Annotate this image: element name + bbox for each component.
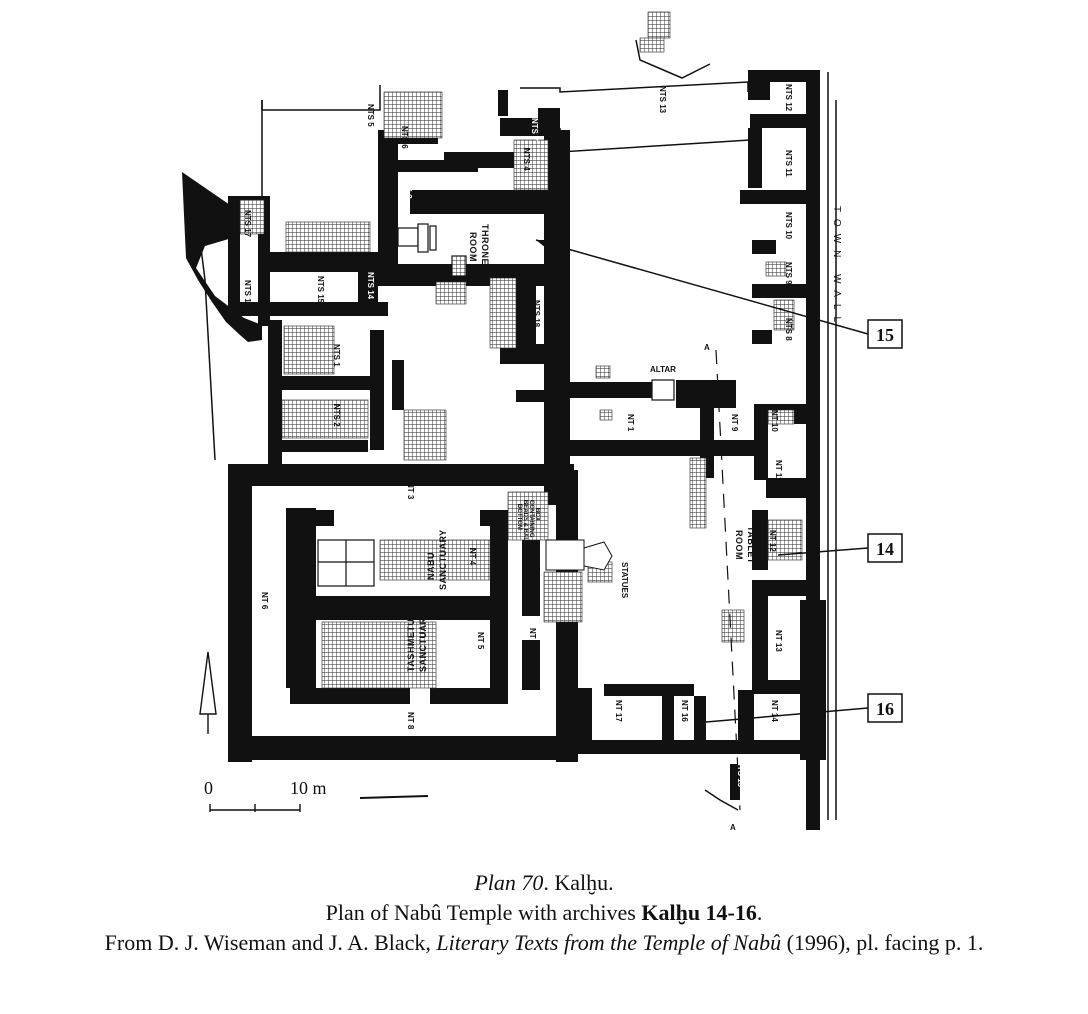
label-box-1: BOX — [534, 508, 540, 521]
label-tablet-room-2: ROOM — [734, 530, 744, 560]
label-nt4: NT 4 — [468, 548, 477, 566]
caption-line-2-end: . — [756, 900, 763, 925]
label-nt14: NT 14 — [770, 700, 779, 722]
label-statues: STATUES — [620, 562, 629, 599]
label-nt1: NT 1 — [626, 414, 635, 432]
callout-14: 14 — [777, 533, 903, 563]
caption-source-end: (1996), pl. facing p. 1. — [781, 930, 984, 955]
label-box-3: BEADS & BALLS — [522, 500, 528, 549]
callout-16-text: 16 — [876, 699, 894, 719]
label-altar: ALTAR — [650, 365, 676, 374]
label-box-2: CONTAINING — [528, 500, 534, 538]
label-tablet-room-1: TABLET — [746, 526, 756, 564]
label-town-wall: TOWN WALL — [831, 206, 842, 329]
figure-caption: Plan 70. Kalḫu. Plan of Nabû Temple with… — [0, 868, 1088, 958]
label-nt3: NT 3 — [406, 482, 415, 500]
label-nts6: NTS 6 — [400, 126, 409, 149]
caption-line-1: Plan 70. Kalḫu. — [0, 868, 1088, 898]
label-nt10: NT 10 — [770, 410, 779, 432]
label-nts16: NTS 16 — [243, 280, 252, 308]
scale-zero: 0 — [204, 778, 213, 798]
label-nts4: NTS 4 — [522, 148, 531, 171]
statues-base — [545, 539, 613, 571]
caption-plan-title: Plan of Nabû Temple with archives — [325, 900, 642, 925]
callout-16: 16 — [705, 693, 903, 723]
label-nts15-gate: NTS 15 — [736, 760, 745, 788]
label-nt9: NT 9 — [730, 414, 739, 432]
nabu-podium — [317, 539, 375, 587]
label-throne-room-2: ROOM — [468, 232, 478, 262]
label-nt11: NT 11 — [774, 460, 783, 482]
plan-walls — [182, 70, 826, 830]
label-nts17: NTS 17 — [243, 210, 252, 238]
label-nt16: NT 16 — [680, 700, 689, 722]
box-note: BOX CONTAINING BEADS & BALLS BOTTOM — [516, 500, 540, 549]
label-nts9: NTS 9 — [784, 262, 793, 285]
label-nts5: NTS 5 — [366, 104, 375, 127]
label-nts10: NTS 10 — [784, 212, 793, 240]
temple-plan: NTS 5 NTS 6 NTS 7 NTS 3 NTS 4 NTS 13 NTS… — [182, 11, 903, 832]
label-nabu-2: SANCTUARY — [438, 529, 448, 590]
section-line-a — [715, 349, 741, 811]
plan-brick-paving — [239, 11, 803, 689]
callout-14-text: 14 — [876, 539, 894, 559]
label-tashmetum-2: SANCTUARY — [418, 611, 428, 672]
room-labels: NTS 5 NTS 6 NTS 7 NTS 3 NTS 4 NTS 13 NTS… — [243, 84, 793, 788]
caption-site: . Kalḫu. — [543, 870, 614, 895]
label-box-4: BOTTOM — [516, 504, 522, 530]
label-nts3: NTS 3 — [404, 176, 413, 199]
label-tashmetum-1: TASHMETUM — [406, 611, 416, 672]
caption-archives: Kalḫu 14-16 — [641, 900, 757, 925]
label-nts13: NTS 13 — [658, 86, 667, 114]
label-nts7: NTS 7 — [530, 118, 539, 141]
label-throne-room-1: THRONE — [480, 224, 490, 265]
label-nts8: NTS 8 — [784, 318, 793, 341]
label-nabu-1: NABU — [426, 552, 436, 580]
scale-ten: 10 m — [290, 778, 327, 798]
label-nts12: NTS 12 — [784, 84, 793, 112]
label-nt12: NT 12 — [768, 530, 777, 552]
throne-dais — [397, 223, 467, 277]
label-nt7: NT 7 — [528, 628, 537, 646]
label-nts11: NTS 11 — [784, 150, 793, 177]
label-nts15: NTS 15 — [316, 276, 325, 304]
callout-15: 15 — [535, 239, 903, 349]
label-nt5: NT 5 — [476, 632, 485, 650]
altar-block — [651, 379, 675, 401]
north-arrow-icon — [199, 651, 217, 734]
label-section-a-top: A — [704, 343, 710, 352]
caption-plan-number: Plan 70 — [474, 870, 544, 895]
caption-line-2: Plan of Nabû Temple with archives Kalḫu … — [0, 898, 1088, 928]
scale-bar: 0 10 m — [204, 778, 429, 812]
label-section-a-bottom: A — [730, 823, 736, 832]
label-nts18: NTS 18 — [532, 300, 541, 328]
caption-line-3: From D. J. Wiseman and J. A. Black, Lite… — [0, 928, 1088, 958]
caption-book-title: Literary Texts from the Temple of Nabû — [436, 930, 782, 955]
caption-source: From D. J. Wiseman and J. A. Black, — [104, 930, 437, 955]
feature-labels: THRONE ROOM NABU SANCTUARY TASHMETUM SAN… — [406, 206, 842, 832]
label-nt17: NT 17 — [614, 700, 623, 722]
label-nts1: NTS 1 — [332, 344, 341, 367]
label-nt8: NT 8 — [406, 712, 415, 730]
callout-15-text: 15 — [876, 325, 894, 345]
label-nt13: NT 13 — [774, 630, 783, 652]
label-nt2: NT 2 — [526, 570, 535, 588]
label-nt6: NT 6 — [260, 592, 269, 610]
label-nts14: NTS 14 — [366, 272, 375, 300]
label-nts2: NTS 2 — [332, 404, 341, 427]
